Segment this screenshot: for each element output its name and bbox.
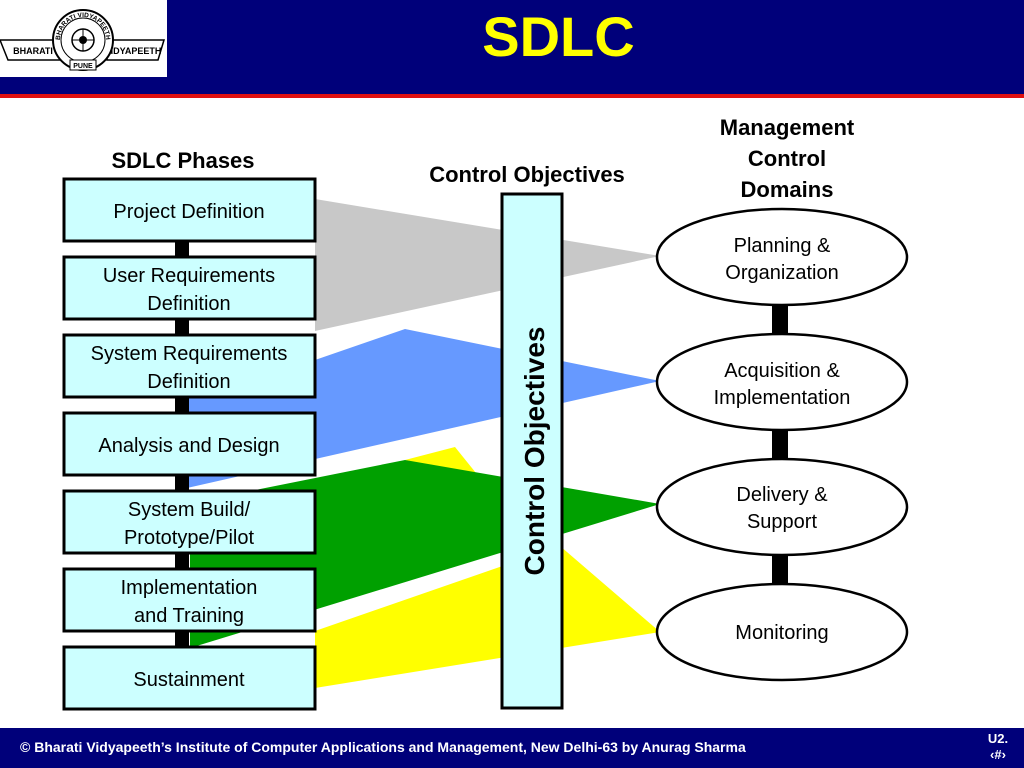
domain-planning [655,207,909,307]
footer-bar [0,728,1024,768]
phase-box-2 [62,255,317,321]
domain-1-label-line-2: Organization [725,262,838,284]
phase-3-label-line-2: Definition [147,371,230,393]
domain-monitoring [655,582,909,682]
control-objectives-heading: Control Objectives [429,162,625,187]
domain-acquisition [655,332,909,432]
phase-box-3 [62,333,317,399]
phase-3-label-line-1: System Requirements [91,343,288,365]
phase-box-1 [62,177,317,243]
phase-4-label: Analysis and Design [98,435,279,457]
phase-6-label-line-1: Implementation [121,577,258,599]
control-objectives-bar-label: Control Objectives [519,327,550,576]
domains-heading-line-1: Management [720,115,855,140]
phase-6-label-line-2: and Training [134,605,244,627]
phase-5-label-line-2: Prototype/Pilot [124,527,255,549]
page-label: U2. ‹#› [978,731,1018,763]
phase-7-label: Sustainment [133,669,245,691]
slide-title: SDLC [482,5,635,68]
phase-box-5 [62,489,317,555]
band-planning [315,199,660,331]
control-objectives-bar [500,192,564,710]
domain-2-label-line-2: Implementation [714,387,851,409]
phase-5-label-line-1: System Build/ [128,499,251,521]
domain-4-label: Monitoring [735,622,828,644]
logo-bottom-text: PUNE [73,63,93,70]
header-divider [0,94,1024,98]
phases-heading: SDLC Phases [111,148,254,173]
institute-logo: BHARATI VIDYAPEETH BHARATI VIDYAPEETH PU… [0,0,167,77]
sdlc-control-diagram: SDLC Phases Control Objectives Managemen… [62,115,909,711]
phase-2-label-line-2: Definition [147,293,230,315]
phase-box-4 [62,411,317,477]
band-monitoring [315,546,660,688]
phase-box-6 [62,567,317,633]
domain-3-label-line-2: Support [747,511,817,533]
logo-right-text: VIDYAPEETH [105,46,162,56]
logo-left-text: BHARATI [13,46,53,56]
domain-delivery [655,457,909,557]
page-label-line-1: U2. [987,731,1009,746]
domain-1-label-line-1: Planning & [734,235,831,257]
domains-heading-line-3: Domains [741,177,834,202]
header-bar [0,0,1024,94]
phase-box-7 [62,645,317,711]
domain-3-label-line-1: Delivery & [736,484,828,506]
phase-1-label: Project Definition [113,201,264,223]
domains-heading-line-2: Control [748,146,826,171]
domain-2-label-line-1: Acquisition & [724,360,840,382]
phase-boxes: Project Definition User Requirements Def… [62,177,317,711]
page-label-line-2: ‹#› [990,747,1006,762]
domain-ellipses: Planning & Organization Acquisition & Im… [655,207,909,682]
footer-copyright: © Bharati Vidyapeeth’s Institute of Comp… [20,739,746,755]
phase-2-label-line-1: User Requirements [103,265,275,287]
